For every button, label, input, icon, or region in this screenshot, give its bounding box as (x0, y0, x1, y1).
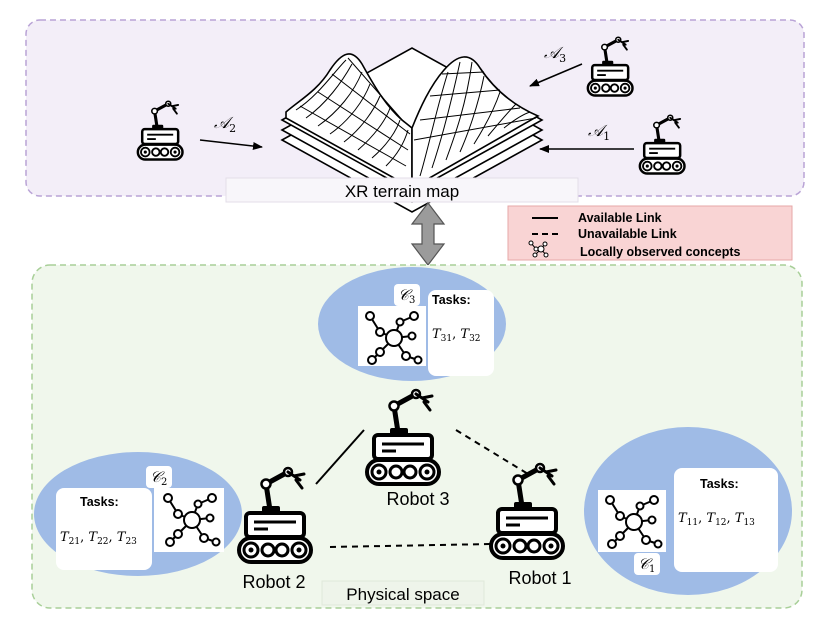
link-robot2-robot3-available (315, 429, 365, 485)
robot1-concept-tag (634, 553, 660, 575)
robot2-concept-tag (146, 466, 172, 488)
robot3-tasks-header: Tasks: (432, 293, 471, 307)
legend-unavailable-label: Unavailable Link (578, 227, 677, 241)
xr-label-box (225, 177, 579, 203)
link-robot2-robot1-unavailable (329, 543, 493, 548)
action-a2-label: 𝒜2 (214, 113, 236, 135)
xr-physical-sync-arrow (410, 202, 446, 266)
legend-available-label: Available Link (578, 211, 662, 225)
robot3-tasks-list: T31, T32 (432, 327, 481, 344)
robot1-tasks-header: Tasks: (700, 477, 739, 491)
robot1-label: Robot 1 (508, 568, 571, 588)
link-robot3-robot1-unavailable (455, 429, 529, 475)
robot3-concept-tag (394, 284, 420, 306)
robot2-label: Robot 2 (242, 572, 305, 592)
robot2-tasks-list: T21, T22, T23 (60, 530, 137, 547)
robot1-tasks-card (674, 468, 778, 572)
robot3-label: Robot 3 (386, 489, 449, 509)
action-a1-label: 𝒜1 (588, 121, 610, 143)
physical-space-label-box (321, 580, 485, 606)
legend: Available Link Unavailable Link Locally … (507, 205, 793, 261)
action-a3-arrow (529, 63, 583, 87)
action-a3-label: 𝒜3 (544, 43, 566, 65)
legend-concepts-label: Locally observed concepts (580, 245, 741, 259)
physical-space-label: Physical space (346, 585, 459, 604)
xr-terrain-map (280, 47, 544, 213)
robot1-tasks-list: T11, T12, T13 (678, 511, 755, 528)
robot2-tasks-card (56, 488, 152, 570)
robot3-tasks-card (428, 290, 494, 376)
robot2-tasks-header: Tasks: (80, 495, 119, 509)
action-a2-arrow (199, 139, 263, 150)
xr-terrain-map-label: XR terrain map (345, 182, 459, 201)
